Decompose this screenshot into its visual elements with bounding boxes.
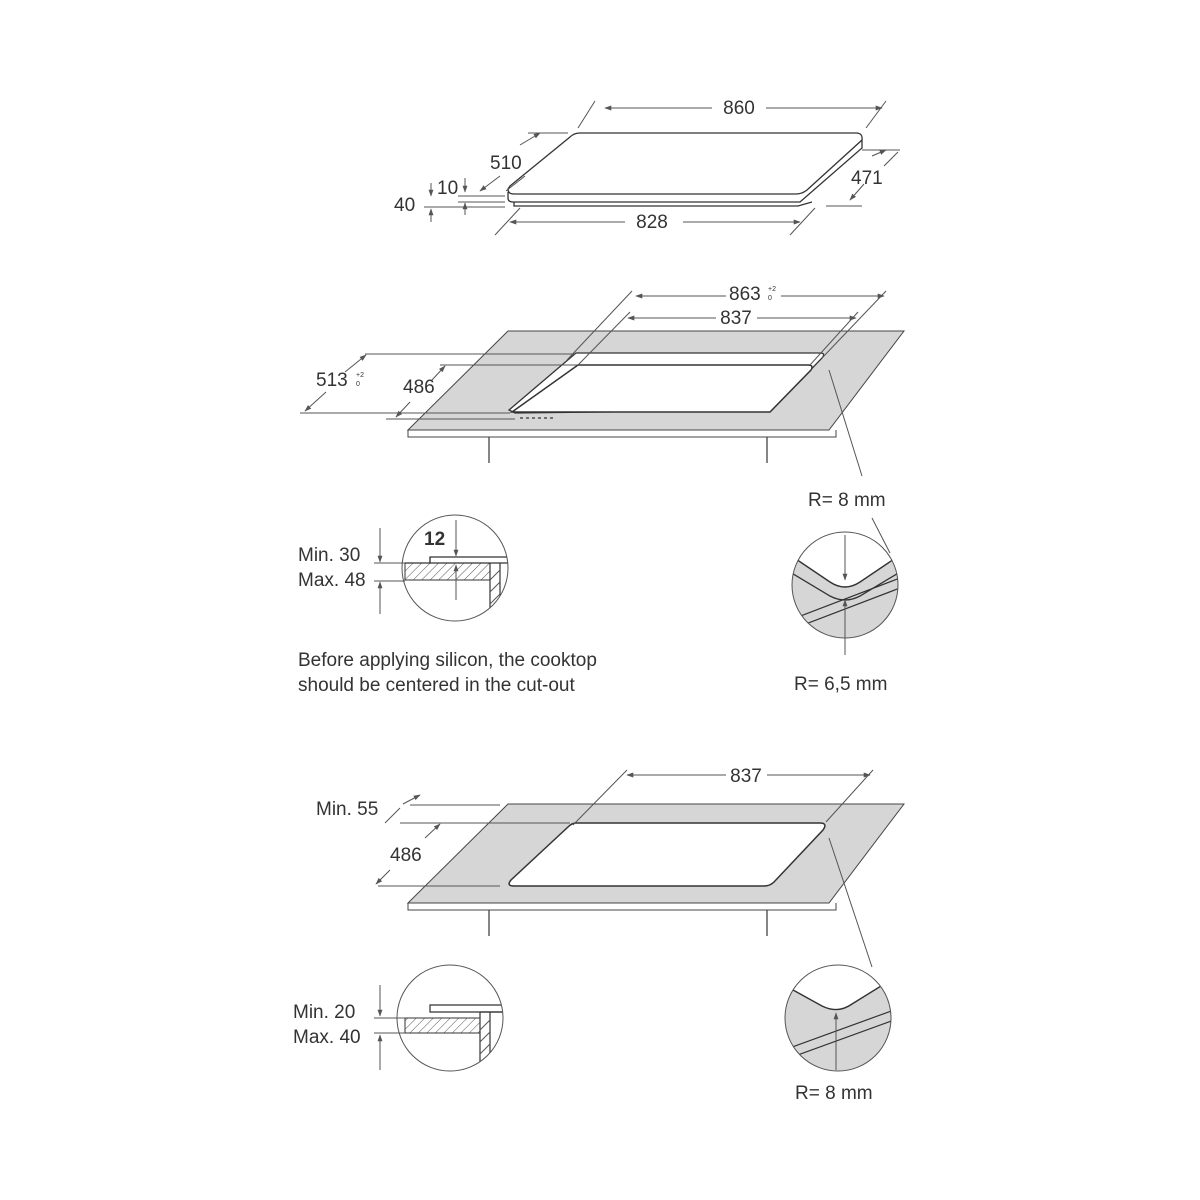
min-thickness-30: Min. 30: [298, 545, 360, 566]
surface-corner-detail: R= 8 mm: [784, 964, 892, 1104]
flush-cutout-view: 863 +2 0 837 513 +2 0 486 R= 8 mm: [300, 284, 906, 511]
surface-edge-detail: Min. 20 Max. 40: [293, 964, 504, 1072]
worktop-front-edge: [407, 430, 837, 438]
radius-label: R= 8 mm: [795, 1083, 873, 1104]
centering-note: Before applying silicon, the cooktop sho…: [298, 648, 597, 698]
dim-depth-510: 510: [490, 153, 522, 174]
hob-glass-top: [507, 132, 863, 195]
inner-radius-label: R= 6,5 mm: [794, 674, 887, 695]
dim-glass-10: 10: [437, 178, 458, 199]
cutout-opening: [508, 822, 826, 887]
hob-dimensions: 860 510 10 40 471 828: [394, 98, 900, 236]
tol-plus: +2: [768, 286, 776, 293]
dim-outer-depth-513: 513: [316, 370, 348, 391]
flush-edge-detail: 12 Min. 30 Max. 48: [298, 514, 509, 622]
dim-width-828: 828: [636, 212, 668, 233]
dim-height-40: 40: [394, 195, 415, 216]
flush-corner-detail: R= 6,5 mm: [791, 517, 899, 695]
hob-base: [513, 201, 813, 207]
surface-cutout-view: 837 Min. 55 486: [316, 766, 906, 968]
tol-zero: 0: [768, 295, 772, 302]
min-front-55: Min. 55: [316, 799, 378, 820]
tol-plus: +2: [356, 372, 364, 379]
dim-width-860: 860: [723, 98, 755, 119]
dim-width-837: 837: [730, 766, 762, 787]
dim-outer-width-863: 863: [729, 284, 761, 305]
note-line-1: Before applying silicon, the cooktop: [298, 650, 597, 671]
hob-glass-edge: [507, 140, 863, 203]
tol-zero: 0: [356, 381, 360, 388]
dim-depth-471: 471: [851, 168, 883, 189]
worktop-front-edge: [407, 903, 837, 911]
dim-inner-width-837: 837: [720, 308, 752, 329]
dim-inner-depth-486: 486: [403, 377, 435, 398]
note-line-2: should be centered in the cut-out: [298, 675, 575, 696]
cutout-inner-opening: [509, 364, 813, 413]
step-depth-12: 12: [424, 529, 445, 550]
min-thickness-20: Min. 20: [293, 1002, 355, 1023]
max-thickness-40: Max. 40: [293, 1027, 361, 1048]
max-thickness-48: Max. 48: [298, 570, 366, 591]
dim-depth-486: 486: [390, 845, 422, 866]
outer-radius-label: R= 8 mm: [808, 490, 886, 511]
